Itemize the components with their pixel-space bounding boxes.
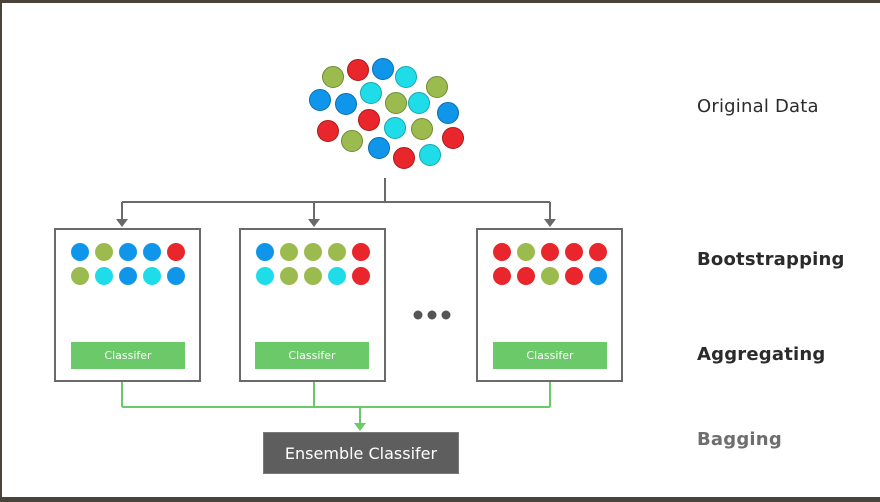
bootstrap-arrows [116,178,556,227]
arrow-head-icon [116,219,128,227]
data-point-blue [437,102,459,124]
data-point-blue [372,58,394,80]
data-point-blue [368,137,390,159]
classifier-1: Classifer [71,342,185,369]
data-point-green [411,118,433,140]
label-bagging: Bagging [697,429,782,450]
arrow-head-icon [544,219,556,227]
data-point-red [393,147,415,169]
data-point-green [426,76,448,98]
classifier-2: Classifer [255,342,369,369]
data-point-cyan [395,66,417,88]
data-point-cyan [360,82,382,104]
diagram-graphics [116,58,556,431]
ensemble-classifier: Ensemble Classifer [263,432,459,474]
data-point-green [341,130,363,152]
data-point-red [347,59,369,81]
original-data-cloud [309,58,464,169]
ellipsis-dots [413,310,451,320]
data-point-cyan [384,117,406,139]
classifier-3: Classifer [493,342,607,369]
data-point-blue [335,93,357,115]
data-point-red [317,120,339,142]
arrow-head-icon [308,219,320,227]
ellipsis-dot [441,310,451,320]
data-point-blue [309,89,331,111]
data-point-red [358,109,380,131]
data-point-green [322,66,344,88]
data-point-green [385,92,407,114]
label-bootstrapping: Bootstrapping [697,249,845,270]
label-original-data: Original Data [697,96,819,117]
arrow-head-icon [354,423,366,431]
ellipsis-dot [413,310,423,320]
label-aggregating: Aggregating [697,344,826,365]
ellipsis-dot [427,310,437,320]
data-point-cyan [408,92,430,114]
data-point-cyan [419,144,441,166]
data-point-red [442,127,464,149]
